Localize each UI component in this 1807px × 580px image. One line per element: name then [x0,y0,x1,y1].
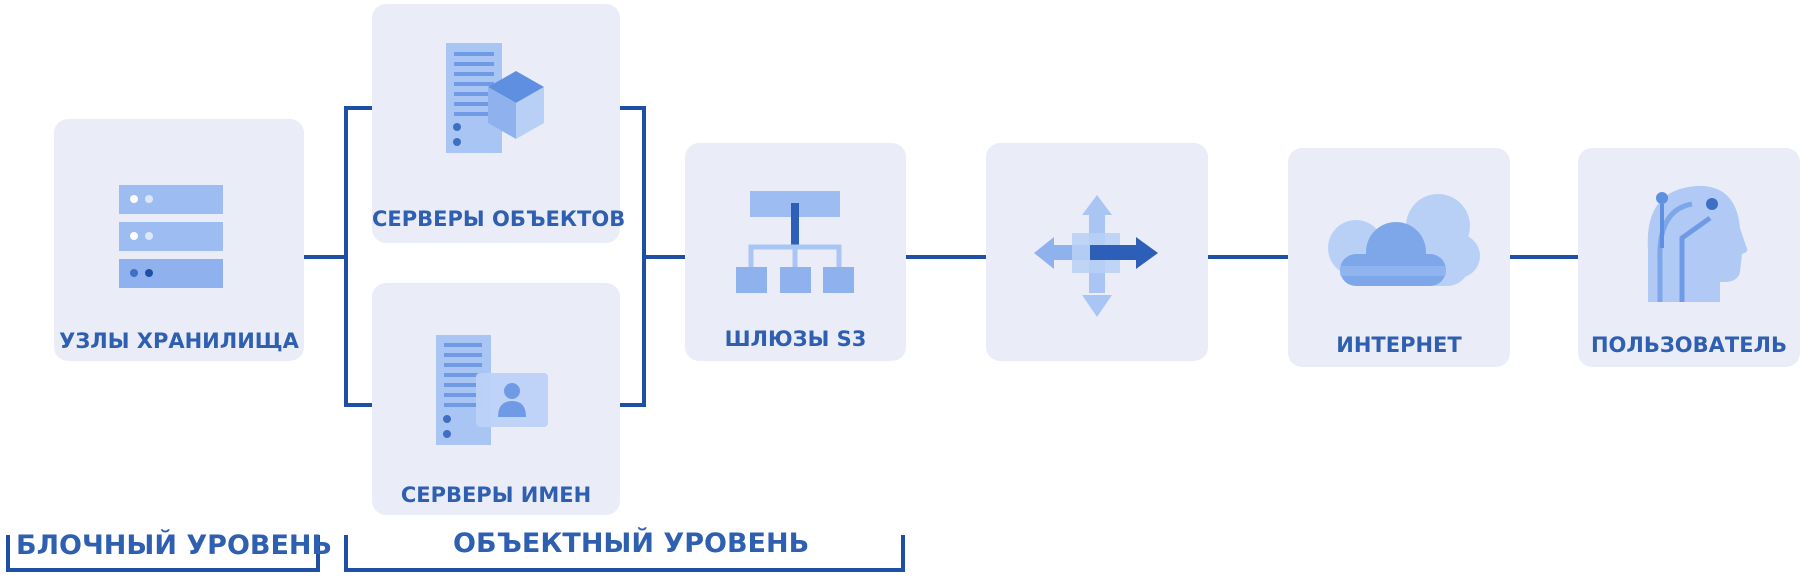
bracket-object-name-left [344,106,372,407]
cloud-icon [1328,194,1480,286]
bracket-object-name-right [620,106,646,407]
object-servers-label: СЕРВЕРЫ ОБЪЕКТОВ [372,207,626,231]
node-internet: ИНТЕРНЕТ [1288,148,1510,367]
move-arrows-icon [1034,195,1158,317]
gateway-tree-icon [736,191,854,293]
node-balancer [986,143,1208,361]
node-name-servers: СЕРВЕРЫ ИМЕН [372,283,620,515]
storage-nodes-label: УЗЛЫ ХРАНИЛИЩА [59,329,299,353]
node-storage: УЗЛЫ ХРАНИЛИЩА [54,119,304,361]
block-level-label: БЛОЧНЫЙ УРОВЕНЬ [16,530,333,561]
name-servers-label: СЕРВЕРЫ ИМЕН [400,483,592,507]
node-user: ПОЛЬЗОВАТЕЛЬ [1578,148,1800,367]
object-level-label: ОБЪЕКТНЫЙ УРОВЕНЬ [453,528,810,559]
node-s3-gateways: ШЛЮЗЫ S3 [685,143,906,361]
object-level-bracket [344,535,905,572]
block-level-bracket [6,535,320,572]
object-server-icon [446,43,544,153]
user-label: ПОЛЬЗОВАТЕЛЬ [1590,333,1788,357]
internet-label: ИНТЕРНЕТ [1336,333,1462,357]
s3-gateways-label: ШЛЮЗЫ S3 [724,327,867,351]
user-head-icon [1647,185,1748,302]
storage-node-icon [119,185,223,288]
node-object-servers: СЕРВЕРЫ ОБЪЕКТОВ [372,4,626,243]
name-server-icon [436,335,548,445]
